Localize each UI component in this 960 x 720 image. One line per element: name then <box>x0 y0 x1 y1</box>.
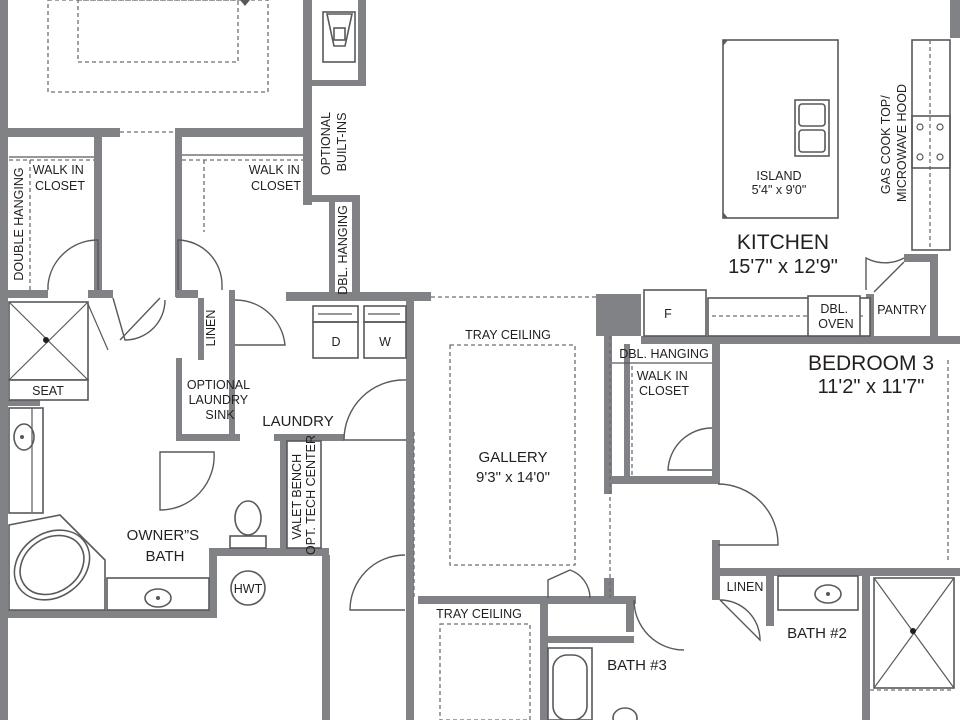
optional-laundry-sink-label: OPTIONAL LAUNDRY SINK <box>187 378 253 422</box>
tray-ceiling-top-label: TRAY CEILING <box>465 328 551 342</box>
fridge-label: F <box>664 307 672 321</box>
bedroom3-dims-label: 11'2" x 11'7" <box>818 376 925 398</box>
island-dims-label: 5'4" x 9'0" <box>752 183 807 197</box>
labels: WALK IN CLOSET DOUBLE HANGING WALK IN CL… <box>12 84 934 674</box>
doors <box>47 239 905 651</box>
valet-bench-label: VALET BENCH OPT. TECH CENTER <box>290 435 318 555</box>
dbl-hanging-vertical-label: DBL. HANGING <box>336 205 350 295</box>
linen-bath2-label: LINEN <box>727 580 764 594</box>
dbl-hanging-bedroom-label: DBL. HANGING <box>619 347 709 361</box>
tray-ceiling-bottom-label: TRAY CEILING <box>436 607 522 621</box>
kitchen-label: KITCHEN <box>737 231 829 254</box>
washer-label: W <box>379 335 391 349</box>
dbl-oven-label: DBL. OVEN <box>818 302 853 331</box>
dryer-label: D <box>331 335 340 349</box>
owners-bath-label: OWNER”S BATH <box>127 527 204 565</box>
kitchen-dims-label: 15'7" x 12'9" <box>728 256 838 278</box>
walk-in-closet-center-label: WALK IN CLOSET <box>249 163 303 193</box>
pantry-label: PANTRY <box>877 303 927 317</box>
bedroom3-label: BEDROOM 3 <box>808 352 934 375</box>
island-label: ISLAND <box>756 169 801 183</box>
linen-vertical-label: LINEN <box>204 310 218 347</box>
gallery-dims-label: 9'3" x 14'0" <box>476 469 550 486</box>
bath3-label: BATH #3 <box>607 657 667 674</box>
walk-in-closet-bedroom-label: WALK IN CLOSET <box>637 369 691 398</box>
laundry-label: LAUNDRY <box>262 413 333 430</box>
optional-built-ins-label: OPTIONAL BUILT-INS <box>319 109 349 175</box>
bath2-label: BATH #2 <box>787 625 847 642</box>
gas-cooktop-label: GAS COOK TOP/ MICROWAVE HOOD <box>879 84 909 202</box>
hwt-label: HWT <box>234 582 263 596</box>
gallery-label: GALLERY <box>479 449 548 466</box>
seat-label: SEAT <box>32 384 64 398</box>
double-hanging-label: DOUBLE HANGING <box>12 167 26 280</box>
walk-in-closet-left-label: WALK IN CLOSET <box>33 163 87 193</box>
